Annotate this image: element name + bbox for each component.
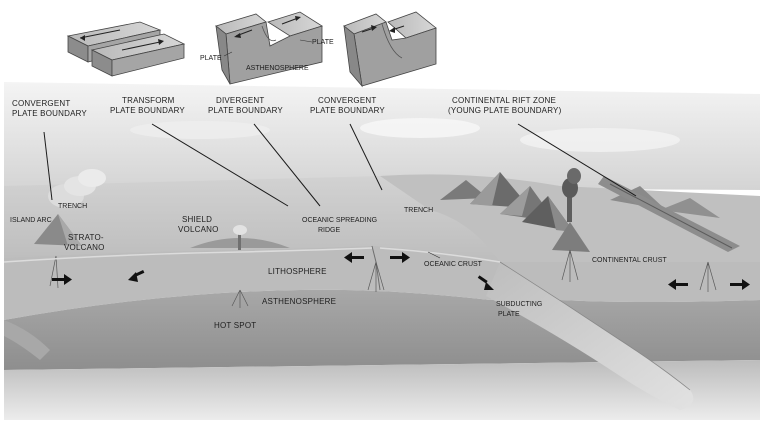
label-trench-right: TRENCH bbox=[404, 207, 433, 214]
label-continental-crust: CONTINENTAL CRUST bbox=[592, 257, 667, 264]
block-label-plate-right: PLATE bbox=[312, 39, 334, 46]
label-convergent-left-2: PLATE BOUNDARY bbox=[12, 109, 87, 118]
block-model-divergent: PLATE PLATE ASTHENOSPHERE bbox=[200, 11, 334, 85]
boundary-labels: CONVERGENT PLATE BOUNDARY TRANSFORM PLAT… bbox=[12, 96, 562, 118]
arrow-left-icon bbox=[128, 269, 145, 282]
label-island-arc: ISLAND ARC bbox=[10, 217, 52, 224]
label-strato-volcano-1: STRATO- bbox=[68, 233, 104, 242]
label-continental-rift-2: (YOUNG PLATE BOUNDARY) bbox=[448, 106, 562, 115]
plate-motion-arrows bbox=[52, 252, 750, 290]
label-divergent-1: DIVERGENT bbox=[216, 96, 264, 105]
arrow-down-right-icon bbox=[477, 275, 494, 290]
block-model-transform bbox=[66, 21, 186, 77]
feature-labels: TRENCH ISLAND ARC STRATO- VOLCANO SHIELD… bbox=[10, 203, 667, 330]
label-lithosphere: LITHOSPHERE bbox=[268, 267, 327, 276]
arrow-left-icon bbox=[344, 252, 364, 263]
mountain-range bbox=[440, 172, 720, 232]
label-strato-volcano-2: VOLCANO bbox=[64, 243, 105, 252]
label-transform-2: PLATE BOUNDARY bbox=[110, 106, 185, 115]
label-continental-rift-1: CONTINENTAL RIFT ZONE bbox=[452, 96, 556, 105]
arrow-right-icon bbox=[730, 279, 750, 290]
label-subducting-plate-2: PLATE bbox=[498, 311, 520, 318]
label-divergent-2: PLATE BOUNDARY bbox=[208, 106, 283, 115]
block-label-plate-left: PLATE bbox=[200, 55, 222, 62]
label-oceanic-ridge-2: RIDGE bbox=[318, 227, 341, 234]
label-oceanic-crust: OCEANIC CRUST bbox=[424, 261, 483, 268]
arrow-left-icon bbox=[668, 279, 688, 290]
arrow-right-icon bbox=[390, 252, 410, 263]
label-hot-spot: HOT SPOT bbox=[214, 321, 256, 330]
label-shield-volcano-2: VOLCANO bbox=[178, 225, 219, 234]
leader-lines bbox=[43, 123, 637, 207]
block-label-asthenosphere: ASTHENOSPHERE bbox=[246, 65, 309, 72]
label-asthenosphere: ASTHENOSPHERE bbox=[262, 297, 336, 306]
label-transform-1: TRANSFORM bbox=[122, 96, 175, 105]
label-oceanic-ridge-1: OCEANIC SPREADING bbox=[302, 217, 377, 224]
label-convergent-right-2: PLATE BOUNDARY bbox=[310, 106, 385, 115]
label-convergent-left-1: CONVERGENT bbox=[12, 99, 70, 108]
label-trench-left: TRENCH bbox=[58, 203, 87, 210]
label-shield-volcano-1: SHIELD bbox=[182, 215, 212, 224]
magma-plumes bbox=[49, 249, 717, 308]
block-model-convergent bbox=[343, 11, 437, 88]
cross-section bbox=[3, 82, 760, 420]
label-convergent-right-1: CONVERGENT bbox=[318, 96, 376, 105]
label-subducting-plate-1: SUBDUCTING bbox=[496, 301, 542, 308]
arrow-right-icon bbox=[52, 274, 72, 285]
